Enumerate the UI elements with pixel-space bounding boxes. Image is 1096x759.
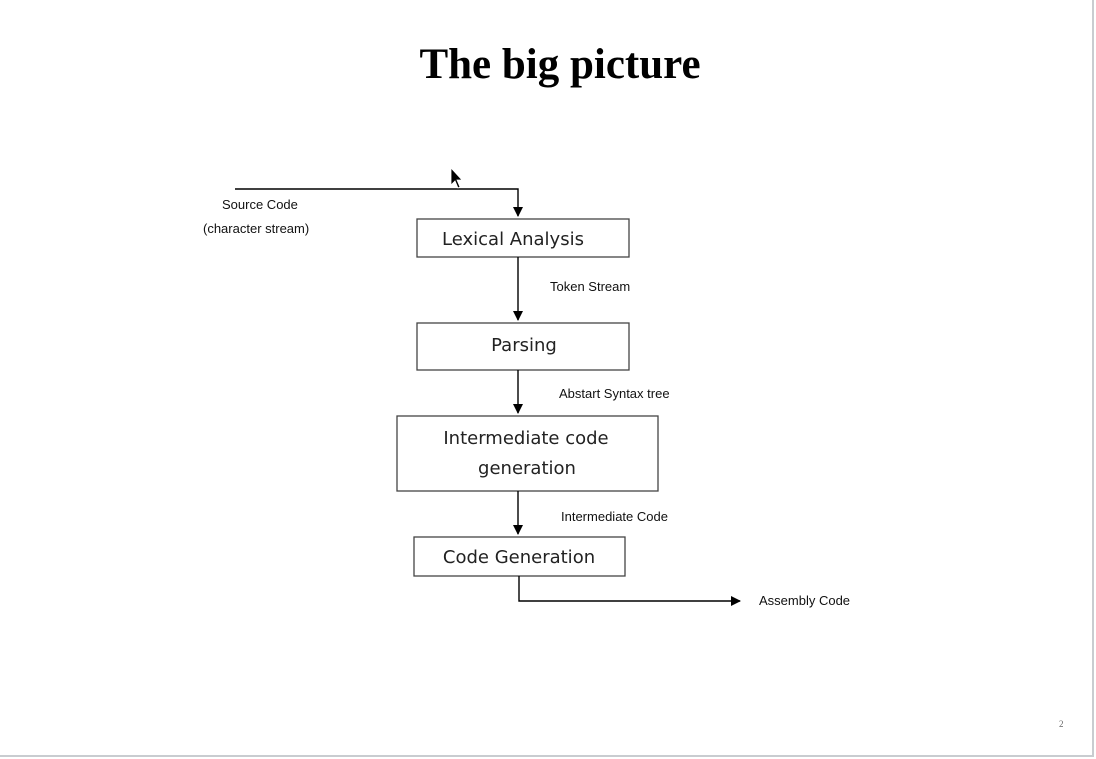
- edge-syntax-tree: Abstart Syntax tree: [513, 370, 670, 414]
- source-input-arrow: [235, 188, 523, 217]
- node-intermediate-label-line2: generation: [478, 458, 576, 479]
- character-stream-label: (character stream): [203, 221, 309, 236]
- edge-intermediate-code-label: Intermediate Code: [561, 509, 668, 524]
- edge-intermediate-code: Intermediate Code: [513, 491, 668, 535]
- source-code-label: Source Code: [222, 197, 298, 212]
- edge-token-stream: Token Stream: [513, 257, 630, 321]
- mouse-cursor-icon: [450, 166, 463, 189]
- output-assembly-arrow: [518, 576, 741, 606]
- node-intermediate-code-generation: Intermediate code generation: [396, 415, 659, 492]
- edge-syntax-tree-label: Abstart Syntax tree: [559, 386, 670, 401]
- node-intermediate-label-line1: Intermediate code: [443, 428, 608, 449]
- node-code-generation: Code Generation: [413, 536, 626, 577]
- slide-title: The big picture: [419, 41, 701, 88]
- page-number: 2: [1059, 719, 1064, 729]
- node-parsing: Parsing: [416, 322, 630, 371]
- node-code-generation-label: Code Generation: [443, 547, 595, 568]
- node-parsing-label: Parsing: [491, 335, 557, 356]
- edge-token-stream-label: Token Stream: [550, 279, 630, 294]
- source-input: Source Code (character stream): [203, 188, 523, 236]
- node-lexical-analysis-label: Lexical Analysis: [442, 229, 584, 250]
- node-lexical-analysis: Lexical Analysis: [416, 218, 630, 258]
- output-assembly: Assembly Code: [518, 576, 850, 608]
- assembly-code-label: Assembly Code: [759, 593, 850, 608]
